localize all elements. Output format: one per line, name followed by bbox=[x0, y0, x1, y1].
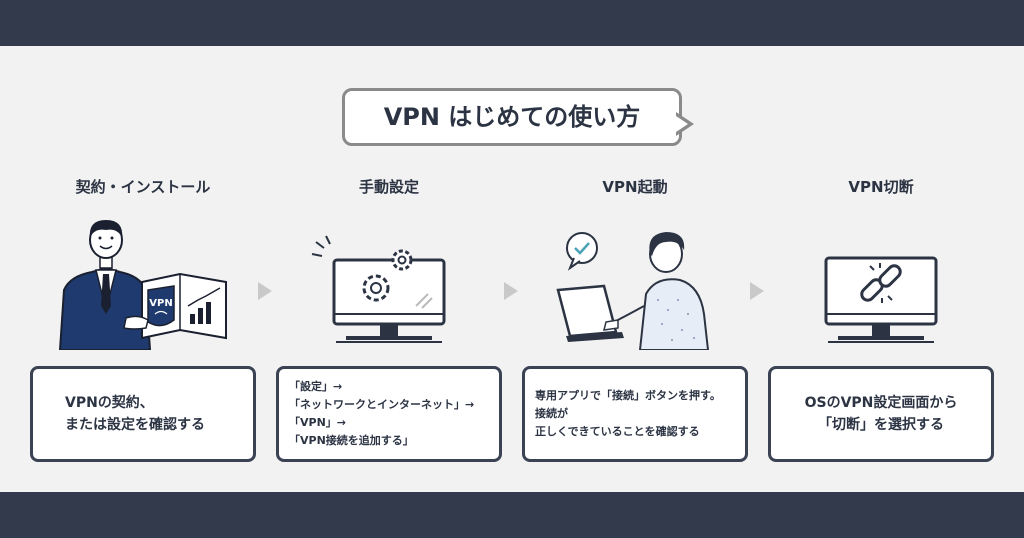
vpn-badge-text: VPN bbox=[149, 298, 172, 309]
page-title: VPN はじめての使い方 bbox=[383, 103, 641, 131]
step-2-label: 手動設定 bbox=[358, 178, 419, 196]
broken-chain-icon bbox=[860, 263, 902, 303]
step-1-card: VPNの契約、 または設定を確認する bbox=[30, 366, 256, 462]
laptop-man-illustration bbox=[556, 232, 710, 350]
title-bubble bbox=[342, 88, 682, 146]
top-band bbox=[0, 0, 1024, 46]
check-icon bbox=[574, 242, 590, 255]
arrow-icon bbox=[750, 282, 764, 300]
arrow-icon bbox=[504, 282, 518, 300]
step-2-card: 「設定」→ 「ネットワークとインターネット」→ 「VPN」→ 「VPN接続を追加… bbox=[276, 366, 502, 462]
businessman-illustration: VPN bbox=[58, 220, 227, 350]
step-1-label: 契約・インストール bbox=[75, 178, 211, 196]
step-3-label: VPN起動 bbox=[602, 178, 668, 196]
bottom-band bbox=[0, 492, 1024, 538]
step-4-label: VPN切断 bbox=[848, 178, 914, 196]
step-4-card: OSのVPN設定画面から 「切断」を選択する bbox=[768, 366, 994, 462]
step-3-card: 専用アプリで「接続」ボタンを押す。 接続が 正しくできていることを確認する bbox=[522, 366, 748, 462]
monitor-disconnect-illustration bbox=[824, 256, 938, 343]
monitor-gears-illustration bbox=[311, 235, 446, 343]
speech-bubble-icon bbox=[566, 232, 598, 264]
arrow-icon bbox=[258, 282, 272, 300]
